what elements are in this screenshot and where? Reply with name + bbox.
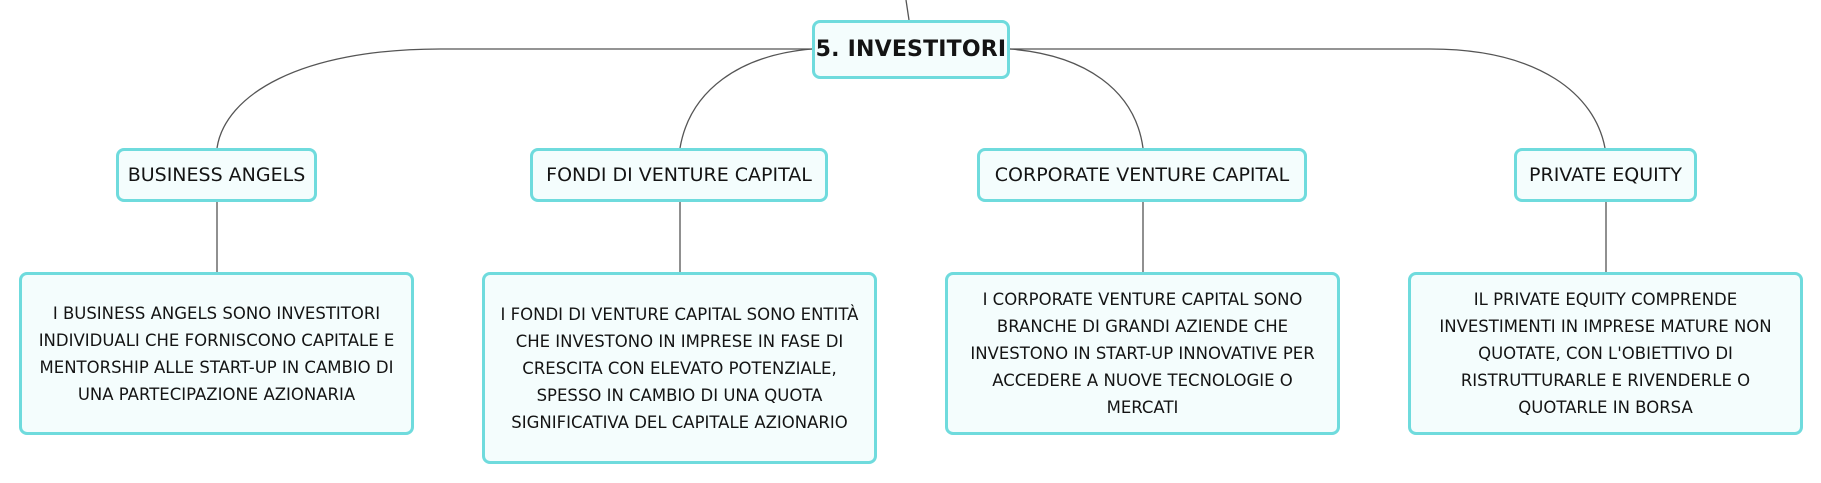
description-node-private-equity[interactable]: IL PRIVATE EQUITY COMPRENDE INVESTIMENTI… — [1408, 272, 1803, 435]
description-text: I FONDI DI VENTURE CAPITAL SONO ENTITÀ C… — [500, 304, 859, 432]
description-text: I BUSINESS ANGELS SONO INVESTITORI INDIV… — [38, 303, 395, 404]
connector-root-to-fondi-venture-capital — [679, 48, 813, 149]
description-node-business-angels[interactable]: I BUSINESS ANGELS SONO INVESTITORI INDIV… — [19, 272, 414, 435]
description-text: IL PRIVATE EQUITY COMPRENDE INVESTIMENTI… — [1439, 290, 1772, 417]
description-node-corporate-venture-capital[interactable]: I CORPORATE VENTURE CAPITAL SONO BRANCHE… — [945, 272, 1340, 435]
category-node-label: CORPORATE VENTURE CAPITAL — [994, 164, 1290, 186]
connector-parent-to-root — [905, 0, 910, 21]
connector-root-to-private-equity — [1010, 48, 1606, 149]
category-node-fondi-venture-capital[interactable]: FONDI DI VENTURE CAPITAL — [530, 148, 828, 202]
category-node-label: PRIVATE EQUITY — [1529, 164, 1682, 186]
category-node-private-equity[interactable]: PRIVATE EQUITY — [1514, 148, 1697, 202]
category-node-corporate-venture-capital[interactable]: CORPORATE VENTURE CAPITAL — [977, 148, 1307, 202]
category-node-business-angels[interactable]: BUSINESS ANGELS — [116, 148, 317, 202]
description-text: I CORPORATE VENTURE CAPITAL SONO BRANCHE… — [970, 290, 1315, 417]
root-node-label: 5. INVESTITORI — [815, 37, 1007, 62]
root-node-investitori[interactable]: 5. INVESTITORI — [812, 20, 1010, 79]
category-node-label: FONDI DI VENTURE CAPITAL — [546, 164, 812, 186]
connector-root-to-business-angels — [216, 48, 812, 149]
description-node-fondi-venture-capital[interactable]: I FONDI DI VENTURE CAPITAL SONO ENTITÀ C… — [482, 272, 877, 464]
category-node-label: BUSINESS ANGELS — [127, 164, 306, 186]
connector-root-to-corporate-venture-capital — [1009, 48, 1144, 149]
